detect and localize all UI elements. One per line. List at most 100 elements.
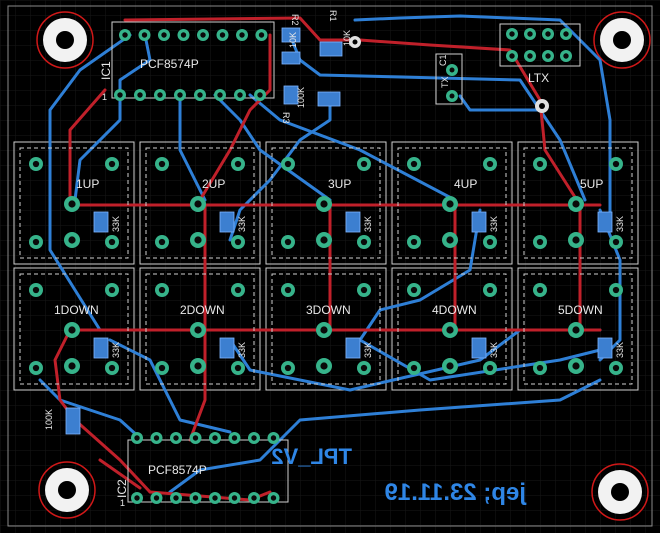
button-pad <box>64 322 80 338</box>
header-label: LTX <box>528 71 549 85</box>
ic2-footprint: PCF8574P IC2 <box>115 432 289 504</box>
ic1-pin-top <box>197 29 209 41</box>
button-label: 5UP <box>580 177 603 191</box>
button-pad <box>609 157 623 171</box>
ic2-pin-top <box>189 432 202 444</box>
button-up-2: 33K 2UP <box>145 147 255 259</box>
header-pin <box>524 50 536 62</box>
button-label: 3UP <box>328 177 351 191</box>
button-pad <box>533 235 547 249</box>
label-r1: R1 <box>328 10 338 22</box>
button-pad <box>231 235 245 249</box>
button-down-3: 33K 3DOWN <box>271 273 381 385</box>
ic1-pin-top <box>158 29 170 41</box>
top-resistors: 10K 10K 100K R1 R2 R3 C1 TX <box>281 10 549 124</box>
button-pad <box>231 283 245 297</box>
button-pad <box>105 157 119 171</box>
ic1-pin-top <box>138 29 151 41</box>
ic1-pin-top <box>236 29 248 41</box>
resistor-100k-l: 100K <box>44 409 54 430</box>
button-label: 5DOWN <box>558 303 603 317</box>
button-pad <box>29 283 43 297</box>
button-pad <box>231 361 245 375</box>
button-pad <box>483 157 497 171</box>
ic1-pin-bottom <box>114 89 126 101</box>
ic2-pin-bottom <box>150 492 163 504</box>
button-label: 3DOWN <box>306 303 351 317</box>
button-down-4: 33K 4DOWN <box>397 273 507 385</box>
ic1-designator: IC1 <box>99 61 113 80</box>
button-pad <box>568 232 584 248</box>
ic1-pin-top <box>177 29 190 41</box>
ic2-pin-bottom <box>189 492 202 504</box>
button-pad <box>533 157 547 171</box>
button-pad <box>105 361 119 375</box>
header-pin <box>560 28 572 40</box>
button-label: 1UP <box>76 177 99 191</box>
button-pad <box>533 283 547 297</box>
button-pad <box>155 283 169 297</box>
button-pad <box>316 232 332 248</box>
header-connector: LTX <box>499 23 581 85</box>
button-pad <box>316 358 332 374</box>
ic1-pin-top <box>216 29 229 41</box>
button-pad <box>155 157 169 171</box>
button-label: 2UP <box>202 177 225 191</box>
button-resistor-label: 33K <box>237 216 247 232</box>
button-pad <box>357 283 371 297</box>
button-pad <box>442 358 458 374</box>
ic2-pin-top <box>228 432 241 444</box>
ic1-part-label: PCF8574P <box>140 57 199 71</box>
button-pad <box>609 283 623 297</box>
button-resistor-label: 33K <box>111 342 121 358</box>
button-label: 4UP <box>454 177 477 191</box>
button-resistor-label: 33K <box>489 216 499 232</box>
button-pad <box>483 361 497 375</box>
header-pin <box>506 50 518 62</box>
ic1-bottom-pins <box>114 89 266 101</box>
button-pad <box>609 361 623 375</box>
ic1-footprint: PCF8574P IC1 <box>99 21 275 101</box>
button-pad <box>568 196 584 212</box>
resistor-10k-b: 10K <box>342 30 352 46</box>
button-pad <box>407 157 421 171</box>
button-pad <box>190 232 206 248</box>
button-up-4: 33K 4UP <box>397 147 507 259</box>
ic2-pin-top <box>170 432 182 444</box>
ic1-pin-top <box>119 29 131 41</box>
ic2-pin-top <box>209 432 221 444</box>
header-pin <box>506 28 518 40</box>
header-pin <box>560 50 572 62</box>
button-pad <box>105 283 119 297</box>
board-title: TPL_V2 <box>271 444 352 469</box>
header-pin <box>524 28 536 40</box>
button-pad <box>407 235 421 249</box>
button-pad <box>190 358 206 374</box>
button-pad <box>155 235 169 249</box>
button-pad <box>442 232 458 248</box>
button-pad <box>316 322 332 338</box>
button-pad <box>190 196 206 212</box>
ic2-bottom-pins <box>131 492 280 504</box>
button-label: 4DOWN <box>432 303 477 317</box>
button-pad <box>105 235 119 249</box>
button-pad <box>29 157 43 171</box>
ic2-pin-bottom <box>170 492 182 504</box>
button-resistor-label: 33K <box>489 342 499 358</box>
button-pad <box>29 235 43 249</box>
button-pad <box>568 322 584 338</box>
button-pad <box>407 361 421 375</box>
header-pin <box>542 28 554 40</box>
ic2-pin-bottom <box>209 492 221 504</box>
ic1-top-pins <box>119 29 268 41</box>
button-resistor-label: 33K <box>363 342 373 358</box>
button-resistor-label: 33K <box>111 216 121 232</box>
ic1-pin-bottom <box>254 89 266 101</box>
ic1-pin-bottom <box>174 89 186 101</box>
button-pad <box>281 235 295 249</box>
button-pad <box>231 157 245 171</box>
ic2-pin-bottom <box>131 492 143 504</box>
